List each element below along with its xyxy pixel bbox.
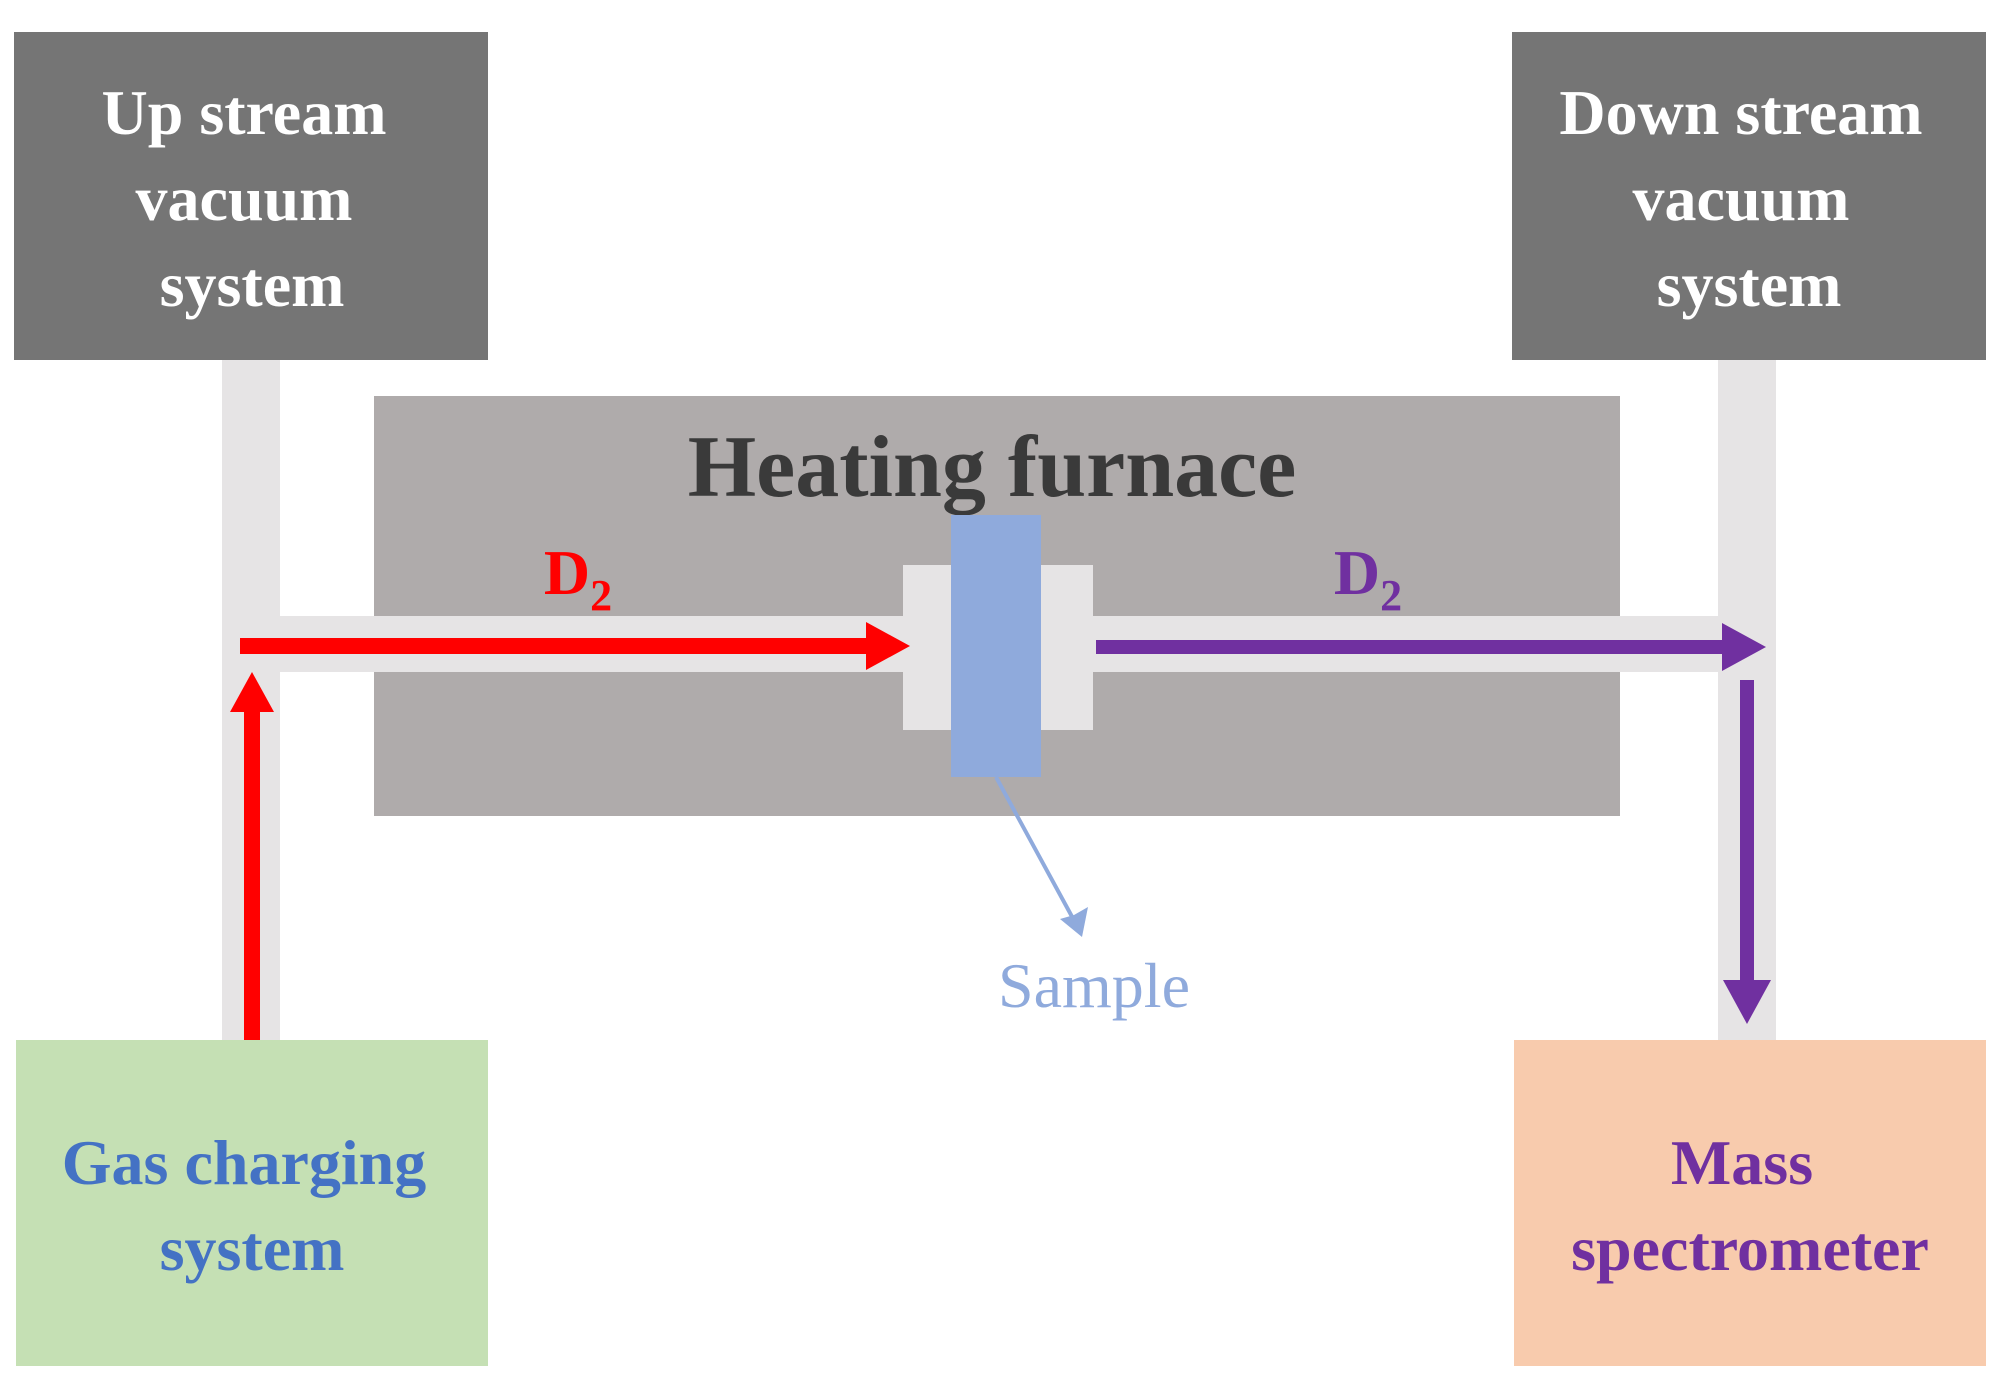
inflow-arrow-up-head	[230, 672, 274, 712]
inflow-arrow-right-head	[866, 622, 910, 670]
inflow-species-label: D2	[544, 537, 612, 620]
sample-label: Sample	[998, 950, 1190, 1021]
heating-furnace-label: Heating furnace	[688, 419, 1297, 516]
gas-line-2: system	[160, 1213, 345, 1284]
sample-pointer-arrowhead	[1060, 907, 1088, 937]
mass-spectrometer-box	[1514, 1040, 1986, 1366]
inflow-arrow-vertical-shaft	[244, 710, 260, 1040]
outflow-arrow-right-head	[1722, 623, 1766, 671]
downstream-line-1: Down stream	[1559, 77, 1922, 148]
inflow-subscript: 2	[590, 571, 612, 620]
inflow-species: D	[544, 537, 590, 608]
downstream-vacuum-box	[1512, 32, 1986, 360]
upstream-line-2: vacuum	[136, 163, 353, 234]
outflow-subscript: 2	[1380, 571, 1402, 620]
outflow-species-label: D2	[1334, 537, 1402, 620]
downstream-line-3: system	[1657, 249, 1842, 320]
outflow-arrow-horizontal-shaft	[1096, 640, 1726, 654]
outflow-arrow-down-head	[1723, 980, 1771, 1024]
upstream-vacuum-box	[14, 32, 488, 360]
gas-charging-label: Gas charging system	[62, 1127, 442, 1284]
downstream-line-2: vacuum	[1633, 163, 1850, 234]
upstream-vacuum-label: Up stream vacuum system	[102, 77, 403, 320]
gas-charging-box	[16, 1040, 488, 1366]
gas-line-1: Gas charging	[62, 1127, 426, 1198]
outflow-arrow-vertical-shaft	[1740, 680, 1754, 982]
mass-line-2: spectrometer	[1571, 1213, 1929, 1284]
outflow-species: D	[1334, 537, 1380, 608]
mass-spectrometer-label: Mass spectrometer	[1571, 1127, 1929, 1284]
sample	[951, 515, 1041, 777]
sample-pointer-line	[994, 776, 1078, 925]
upstream-line-1: Up stream	[102, 77, 387, 148]
mass-line-1: Mass	[1671, 1127, 1813, 1198]
upstream-line-3: system	[160, 249, 345, 320]
inflow-arrow-horizontal-shaft	[240, 638, 870, 654]
downstream-vacuum-label: Down stream vacuum system	[1559, 77, 1938, 320]
